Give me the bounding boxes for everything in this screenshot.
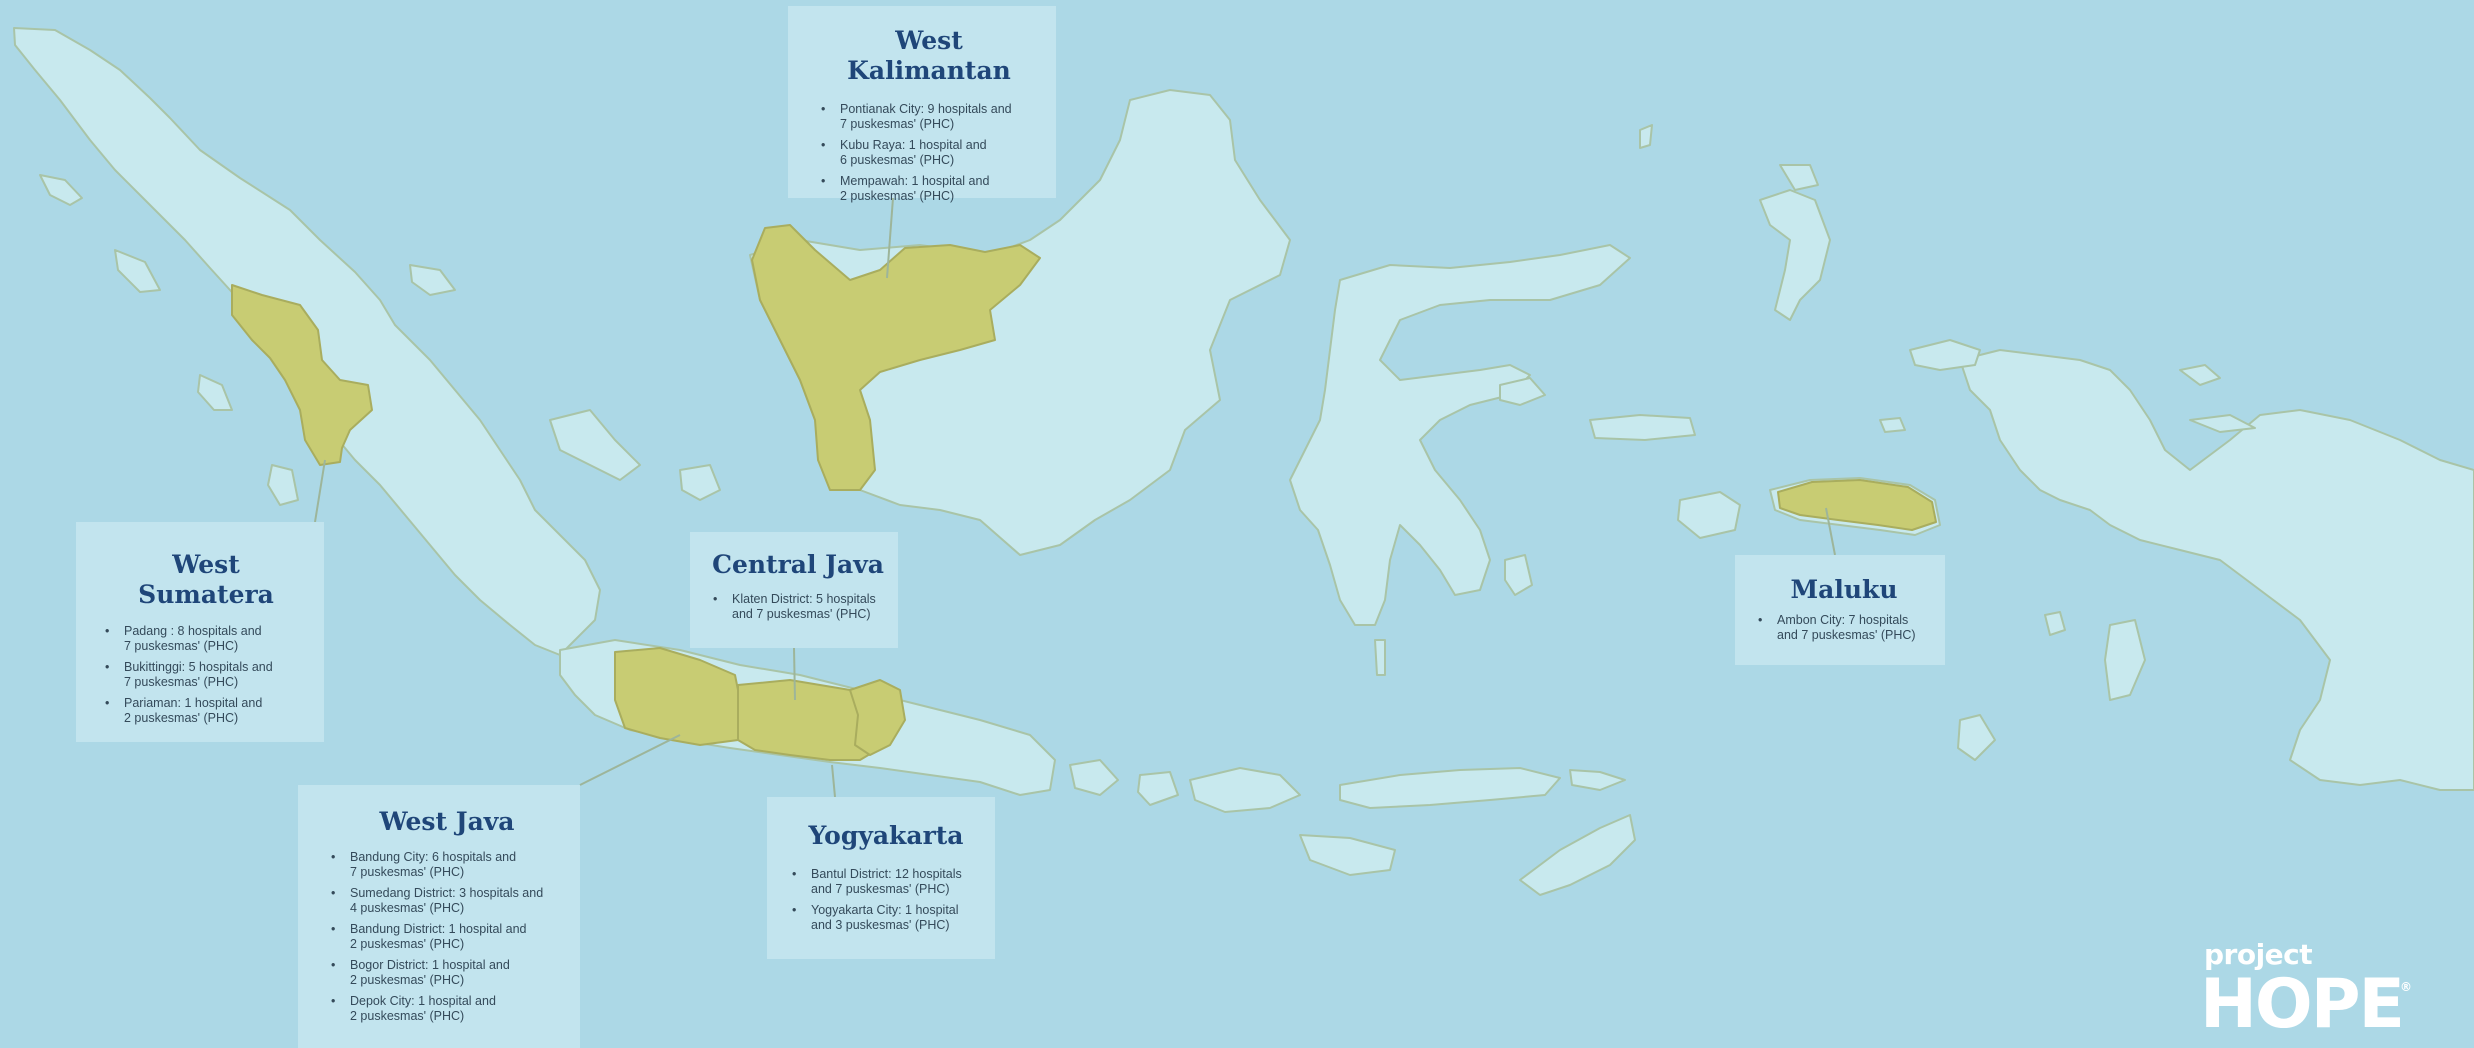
island-tanimbar (1957, 714, 1996, 761)
leader-yogyakarta (831, 764, 836, 798)
list-item: Pontianak City: 9 hospitals and 7 puskes… (818, 102, 1040, 131)
list-item: Bogor District: 1 hospital and 2 puskesm… (328, 958, 566, 987)
leader-central-java (793, 647, 796, 701)
list-item: Bukittinggi: 5 hospitals and 7 puskesmas… (102, 660, 310, 689)
island-buru (1677, 491, 1741, 539)
list-item: Yogyakarta City: 1 hospital and 3 puskes… (789, 903, 983, 932)
island-buton (1504, 554, 1533, 596)
leader-west-sumatera (314, 459, 326, 523)
island-timor (1519, 814, 1636, 896)
region-maluku (1777, 479, 1937, 531)
island-yapen (2189, 414, 2256, 433)
list-item: Bandung City: 6 hospitals and 7 puskesma… (328, 850, 566, 879)
list-item: Sumedang District: 3 hospitals and 4 pus… (328, 886, 566, 915)
island-enggano (267, 464, 299, 506)
panel-maluku: Maluku Ambon City: 7 hospitals and 7 pus… (1735, 555, 1945, 665)
logo-line-hope: HOPE (2200, 965, 2405, 1044)
panel-yogyakarta: Yogyakarta Bantul District: 12 hospitals… (767, 797, 995, 959)
facility-list: Klaten District: 5 hospitals and 7 puske… (710, 592, 886, 621)
island-sumbawa (1189, 767, 1301, 813)
island-halmahera (1759, 189, 1831, 321)
island-mentawai (197, 374, 233, 411)
island-papua (1959, 349, 2474, 791)
panel-title: West Java (379, 807, 515, 836)
list-item: Padang : 8 hospitals and 7 puskesmas' (P… (102, 624, 310, 653)
island-banggai (1499, 377, 1546, 406)
panel-title: West Sumatera (138, 550, 274, 609)
panel-west-kalimantan: West Kalimantan Pontianak City: 9 hospit… (788, 6, 1056, 203)
list-item: Mempawah: 1 hospital and 2 puskesmas' (P… (818, 174, 1040, 203)
leader-west-kalimantan (886, 197, 894, 279)
region-west-sumatera (231, 284, 373, 466)
list-item: Ambon City: 7 hospitals and 7 puskesmas'… (1755, 613, 1933, 642)
panel-title: Yogyakarta (808, 821, 964, 850)
list-item: Bantul District: 12 hospitals and 7 pusk… (789, 867, 983, 896)
island-flores (1339, 767, 1561, 809)
panel-title: Maluku (1790, 575, 1898, 604)
island-aru (2104, 619, 2146, 701)
panel-central-java: Central Java Klaten District: 5 hospital… (690, 532, 898, 648)
registered-mark: ® (2400, 980, 2412, 994)
list-item: Depok City: 1 hospital and 2 puskesmas' … (328, 994, 566, 1023)
list-item: Pariaman: 1 hospital and 2 puskesmas' (P… (102, 696, 310, 725)
panel-title: Central Java (712, 550, 884, 579)
island-riau (409, 264, 456, 296)
island-morotai (1779, 164, 1819, 191)
region-yogyakarta (849, 679, 906, 756)
list-item: Kubu Raya: 1 hospital and 6 puskesmas' (… (818, 138, 1040, 167)
list-item: Klaten District: 5 hospitals and 7 puske… (710, 592, 886, 621)
island-kei (2044, 611, 2066, 636)
facility-list: Pontianak City: 9 hospitals and 7 puskes… (818, 102, 1040, 203)
island-sula (1589, 414, 1696, 441)
island-sangihe (1639, 124, 1653, 149)
island-sulawesi (1289, 244, 1631, 626)
facility-list: Ambon City: 7 hospitals and 7 puskesmas'… (1755, 613, 1933, 642)
island-bangka (549, 409, 641, 481)
island-selayar (1374, 639, 1386, 676)
project-hope-logo: project HOPE ® (2200, 940, 2412, 1046)
facility-list: Bantul District: 12 hospitals and 7 pusk… (789, 867, 983, 932)
island-bali (1069, 759, 1119, 796)
island-misool (1879, 417, 1906, 433)
island-waigeo (1909, 339, 1981, 371)
leader-west-java (579, 734, 681, 786)
panel-title: West Kalimantan (847, 26, 1011, 85)
panel-west-sumatera: West Sumatera Padang : 8 hospitals and 7… (76, 522, 324, 742)
island-nias (39, 174, 83, 206)
island-belitung (679, 464, 721, 501)
island-alor (1569, 769, 1626, 791)
region-west-kalimantan (751, 224, 1041, 491)
panel-west-java: West Java Bandung City: 6 hospitals and … (298, 785, 580, 1048)
island-simeulue (114, 249, 161, 293)
island-sumba (1299, 834, 1396, 876)
list-item: Bandung District: 1 hospital and 2 puske… (328, 922, 566, 951)
facility-list: Bandung City: 6 hospitals and 7 puskesma… (328, 850, 566, 1023)
leader-maluku (1825, 507, 1836, 556)
island-biak (2179, 364, 2221, 386)
facility-list: Padang : 8 hospitals and 7 puskesmas' (P… (102, 624, 310, 725)
logo-line-project: project (2204, 938, 2313, 971)
island-lombok (1137, 771, 1179, 806)
